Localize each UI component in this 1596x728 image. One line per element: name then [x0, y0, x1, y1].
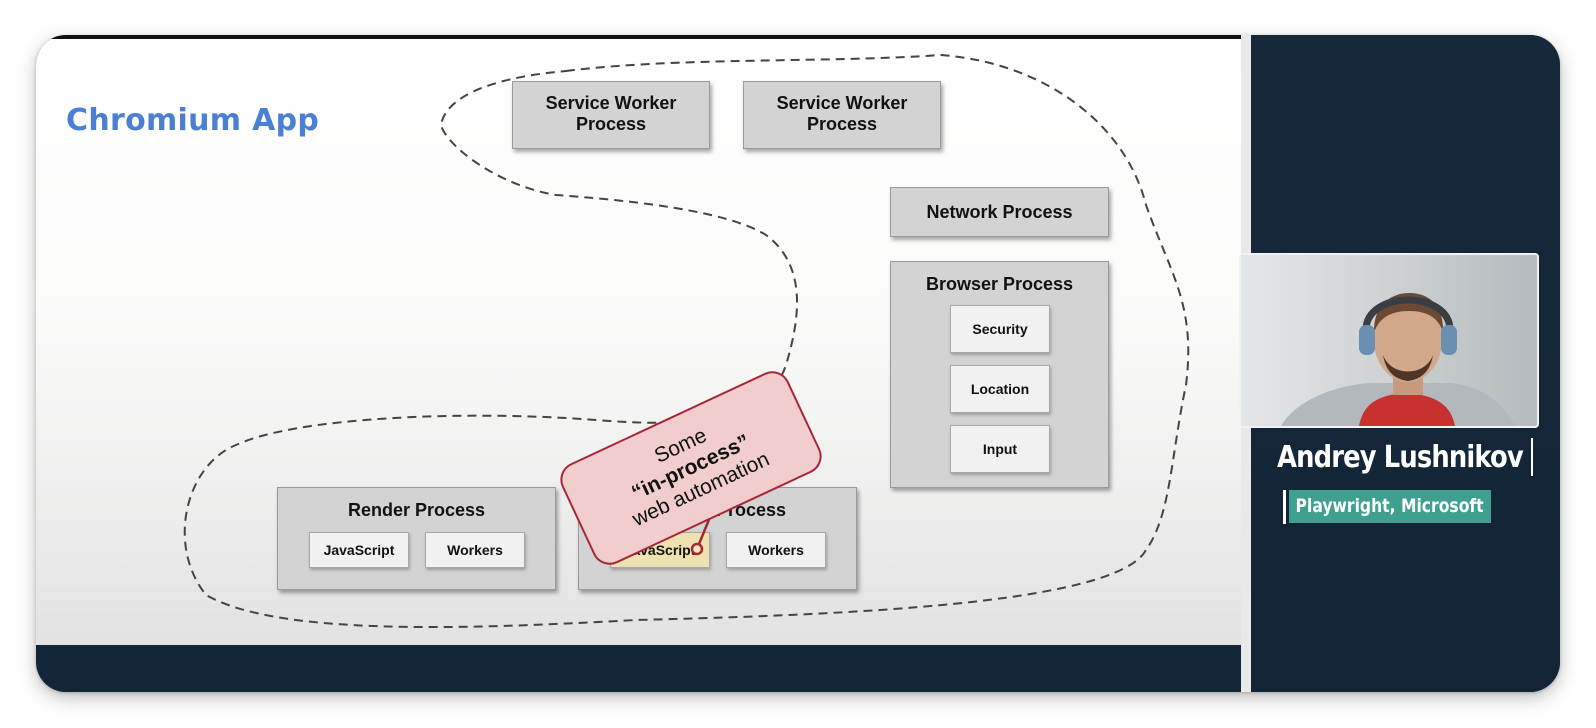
render-process-label: Render Process: [347, 500, 486, 520]
slide-title: Chromium App: [66, 103, 320, 138]
javascript-component: JavaScript: [309, 532, 409, 568]
browser-process-box: Browser Process Security Location Input: [890, 261, 1109, 488]
input-component: Input: [950, 425, 1050, 473]
speaker-name: Andrey Lushnikov: [1277, 440, 1524, 475]
affiliation-accent-bar: [1283, 490, 1286, 524]
browser-process-label: Browser Process: [925, 274, 1074, 294]
network-process-label: Network Process: [926, 202, 1073, 222]
video-frame: Chromium App Service Worker Process Serv…: [36, 35, 1560, 692]
service-worker-label-line2: Process: [575, 114, 647, 134]
speaker-affiliation: Playwright, Microsoft: [1295, 495, 1484, 517]
speaker-image: [1241, 255, 1537, 426]
speaker-affiliation-badge: Playwright, Microsoft: [1289, 490, 1491, 523]
service-worker-label-line1: Service Worker: [776, 93, 908, 113]
service-worker-process-box: Service Worker Process: [512, 81, 710, 149]
callout-connector-icon: [690, 489, 723, 556]
service-worker-label-line2: Process: [806, 114, 878, 134]
slide-top-border: [36, 35, 1241, 39]
process-boundary-outline: [183, 53, 1190, 629]
workers-component: Workers: [726, 532, 826, 568]
presentation-slide: Chromium App Service Worker Process Serv…: [36, 35, 1241, 645]
location-component: Location: [950, 365, 1050, 413]
service-worker-process-box: Service Worker Process: [743, 81, 941, 149]
service-worker-label-line1: Service Worker: [545, 93, 677, 113]
name-accent-bar: [1531, 438, 1533, 476]
render-process-box: Render Process JavaScript Workers: [277, 487, 556, 590]
security-component: Security: [950, 305, 1050, 353]
workers-component: Workers: [425, 532, 525, 568]
network-process-box: Network Process: [890, 187, 1109, 237]
speaker-webcam-video: [1239, 253, 1539, 428]
